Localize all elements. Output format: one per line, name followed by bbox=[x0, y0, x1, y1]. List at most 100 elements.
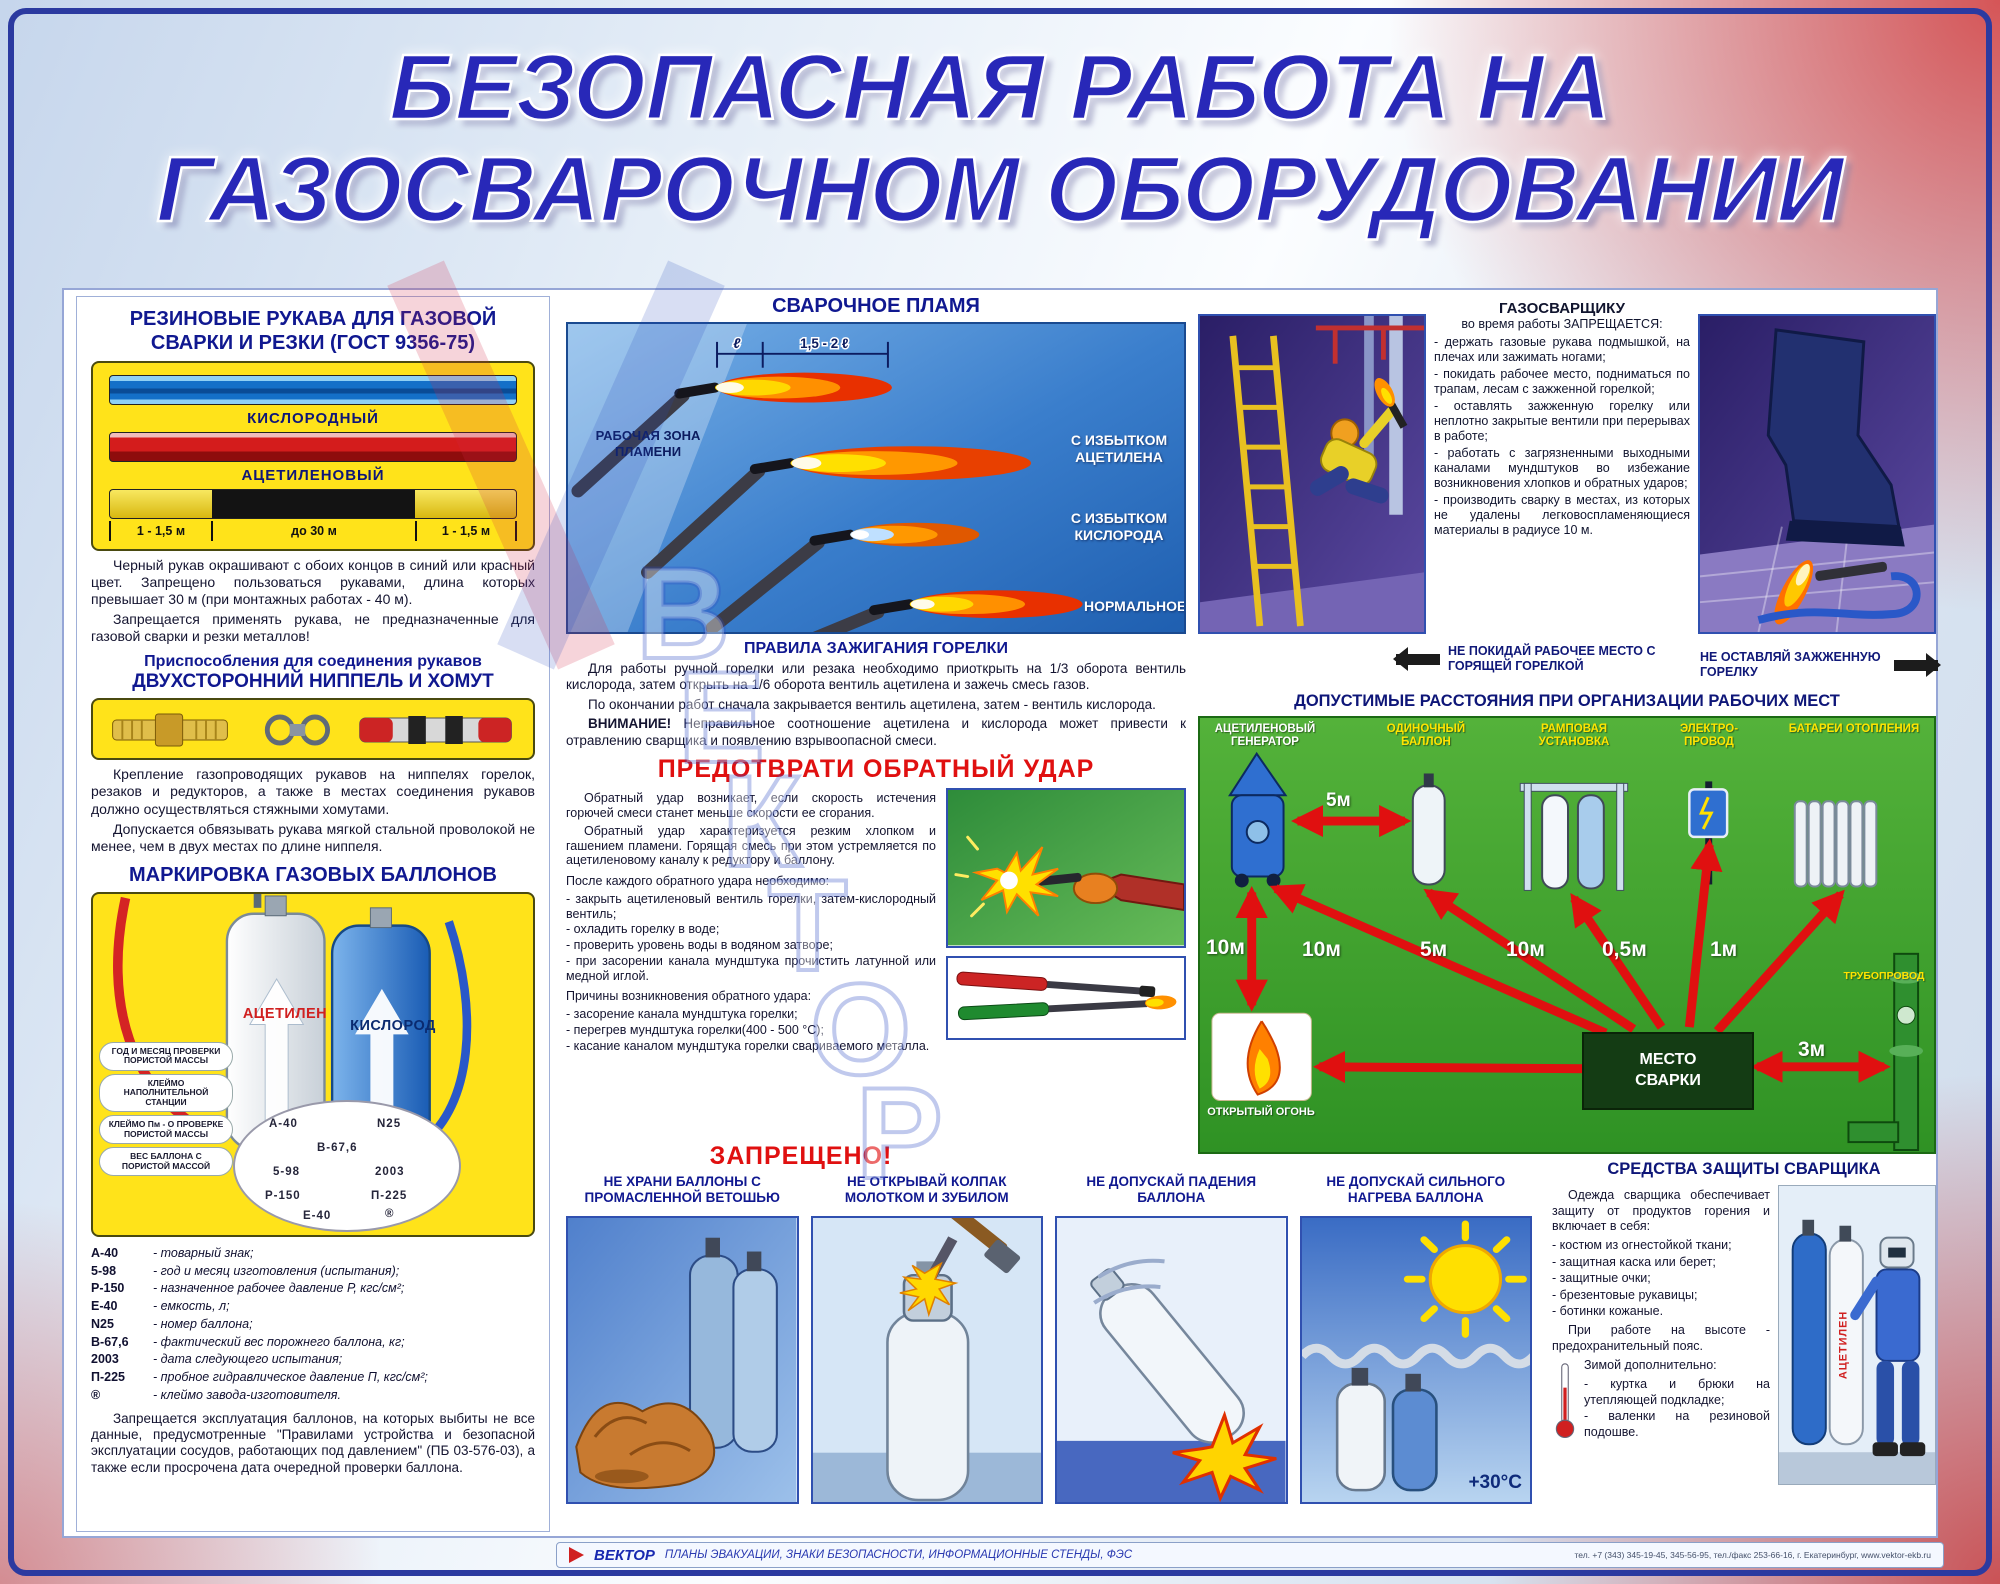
protection-item: - брезентовые рукавицы; bbox=[1552, 1287, 1698, 1302]
welder-illustration: АЦЕТИЛЕН bbox=[1778, 1185, 1936, 1485]
legend-value: - товарный знак; bbox=[153, 1245, 254, 1260]
marking-callouts: ГОД И МЕСЯЦ ПРОВЕРКИ ПОРИСТОЙ МАССЫ КЛЕЙ… bbox=[99, 1041, 233, 1180]
footer-bar: ВЕКТОР ПЛАНЫ ЭВАКУАЦИИ, ЗНАКИ БЕЗОПАСНОС… bbox=[556, 1542, 1944, 1568]
equipment-generator-label: АЦЕТИЛЕНОВЫЙ ГЕНЕРАТОР bbox=[1214, 723, 1316, 749]
stamp-oval: А-40 N25 В-67,6 5-98 2003 Р-150 П-225 Е-… bbox=[233, 1099, 461, 1232]
flame-zone-dim: 1,5 - 2 ℓ bbox=[800, 336, 849, 351]
callout-3: КЛЕЙМО Пм - О ПРОВЕРКЕ ПОРИСТОЙ МАССЫ bbox=[99, 1115, 233, 1145]
backfire-paragraph-2: Обратный удар характеризуется резким хло… bbox=[566, 823, 936, 868]
flame-core-dim: ℓ bbox=[733, 335, 741, 351]
marking-warning: Запрещается эксплуатация баллонов, на ко… bbox=[91, 1411, 535, 1477]
stamp-v676: В-67,6 bbox=[317, 1141, 358, 1154]
oily-rags-drawing bbox=[568, 1218, 797, 1502]
legend-key: В-67,6 bbox=[91, 1334, 129, 1349]
protection-item: - защитные очки; bbox=[1552, 1271, 1651, 1286]
nipple-heading-1: Приспособления для соединения рукавов bbox=[144, 653, 482, 671]
note-do-not-leave-workplace: НЕ ПОКИДАЙ РАБОЧЕЕ МЕСТО С ГОРЯЩЕЙ ГОРЕЛ… bbox=[1393, 644, 1704, 674]
middle-column: СВАРОЧНОЕ ПЛАМЯ bbox=[566, 294, 1186, 1054]
legend-row: N25- номер баллона; bbox=[91, 1316, 535, 1334]
distance-fan-3: 10м bbox=[1506, 938, 1545, 961]
stamp-n25: N25 bbox=[377, 1117, 402, 1130]
flame-oxygen-label: С ИЗБЫТКОМ КИСЛОРОДА bbox=[1070, 510, 1168, 543]
legend-key: П-225 bbox=[91, 1370, 126, 1385]
legend-row: 2003- дата следующего испытания; bbox=[91, 1351, 535, 1369]
protection-intro: Одежда сварщика обеспечивает защиту от п… bbox=[1552, 1188, 1770, 1234]
welder-rules-section: ГАЗОСВАРЩИКУ во время работы ЗАПРЕЩАЕТСЯ… bbox=[1198, 300, 1936, 634]
marking-heading: МАРКИРОВКА ГАЗОВЫХ БАЛЛОНОВ bbox=[129, 863, 497, 886]
backfire-text: Обратный удар возникает, если скорость и… bbox=[566, 788, 936, 1054]
left-column: РЕЗИНОВЫЕ РУКАВА ДЛЯ ГАЗОВОЙ СВАРКИ И РЕ… bbox=[76, 296, 550, 1532]
backfire-spark-illustration bbox=[946, 788, 1186, 948]
rule-item: - работать с загрязненными выходными кан… bbox=[1434, 446, 1690, 490]
footer-contact: тел. +7 (343) 345-19-45, 345-56-95, тел.… bbox=[1574, 1550, 1931, 1560]
distance-fan-1: 10м bbox=[1302, 938, 1341, 961]
panel-hammer-cap: НЕ ОТКРЫВАЙ КОЛПАК МОЛОТКОМ И ЗУБИЛОМ bbox=[810, 1174, 1043, 1504]
backfire-after-item: - при засорении канала мундштука прочист… bbox=[566, 953, 936, 983]
winter-item: - валенки на резиновой подошве. bbox=[1584, 1409, 1770, 1439]
ignition-paragraph-2: По окончании работ сначала закрывается в… bbox=[588, 696, 1156, 712]
legend-key: Р-150 bbox=[91, 1281, 125, 1296]
welding-place-box: МЕСТО СВАРКИ bbox=[1582, 1032, 1754, 1110]
winter-item: - куртка и брюки на утепляющей подкладке… bbox=[1584, 1376, 1770, 1407]
legend-key: 5-98 bbox=[91, 1263, 117, 1278]
welding-place-label: МЕСТО СВАРКИ bbox=[1635, 1051, 1701, 1089]
callout-4: ВЕС БАЛЛОНА С ПОРИСТОЙ МАССОЙ bbox=[99, 1147, 233, 1177]
backfire-after-item: - проверить уровень воды в водяном затво… bbox=[566, 938, 833, 953]
temperature-label: +30°С bbox=[1468, 1472, 1522, 1493]
backfire-paragraph-1: Обратный удар возникает, если скорость и… bbox=[566, 791, 936, 821]
flame-normal-label: НОРМАЛЬНОЕ bbox=[1084, 598, 1186, 614]
panel-title: НЕ ХРАНИ БАЛЛОНЫ С ПРОМАСЛЕННОЙ ВЕТОШЬЮ bbox=[584, 1174, 780, 1205]
legend-row: А-40- товарный знак; bbox=[91, 1245, 535, 1263]
distances-diagram: АЦЕТИЛЕНОВЫЙ ГЕНЕРАТОР ОДИНОЧНЫЙ БАЛЛОН … bbox=[1198, 716, 1936, 1154]
burning-torch-illustration bbox=[1698, 314, 1936, 634]
oxygen-hose-bar bbox=[109, 375, 517, 405]
distance-top: 5м bbox=[1326, 790, 1351, 811]
marking-warning-text: Запрещается эксплуатация баллонов, на ко… bbox=[91, 1410, 535, 1475]
nipple-clamp-drawing bbox=[112, 713, 512, 747]
legend-row: П-225- пробное гидравлическое давление П… bbox=[91, 1369, 535, 1387]
callout-1: ГОД И МЕСЯЦ ПРОВЕРКИ ПОРИСТОЙ МАССЫ bbox=[99, 1041, 233, 1071]
left-arrow-icon bbox=[1393, 646, 1440, 671]
rule-item: - держать газовые рукава подмышкой, на п… bbox=[1434, 335, 1690, 364]
panel-heat-cylinder: НЕ ДОПУСКАЙ СИЛЬНОГО НАГРЕВА БАЛЛОНА bbox=[1299, 1174, 1532, 1504]
nipple-paragraph-2: Допускается обвязывать рукава мягкой ста… bbox=[91, 820, 535, 854]
ignition-text: Для работы ручной горелки или резака нео… bbox=[566, 661, 1186, 749]
ignition-heading: ПРАВИЛА ЗАЖИГАНИЯ ГОРЕЛКИ bbox=[744, 640, 1008, 657]
gas-cylinders-drawing bbox=[113, 893, 472, 1160]
hoses-paragraph-2: Запрещается применять рукава, не предназ… bbox=[91, 611, 535, 645]
heat-cylinder-illustration: +30°С bbox=[1299, 1216, 1532, 1504]
rule-item: - покидать рабочее место, подниматься по… bbox=[1434, 367, 1690, 396]
flame-heading: СВАРОЧНОЕ ПЛАМЯ bbox=[772, 295, 980, 317]
distance-pipe: 3м bbox=[1798, 1038, 1826, 1061]
note-left-text: НЕ ПОКИДАЙ РАБОЧЕЕ МЕСТО С ГОРЯЩЕЙ ГОРЕЛ… bbox=[1448, 644, 1656, 673]
backfire-after-item: - закрыть ацетиленовый вентиль горелки, … bbox=[566, 891, 936, 921]
hoses-text: Черный рукав окрашивают с обоих концов в… bbox=[91, 557, 535, 645]
equipment-wire-label: ЭЛЕКТРО-ПРОВОД bbox=[1679, 723, 1739, 749]
welding-flame-illustration: ℓ 1,5 - 2 ℓ РАБОЧАЯ ЗОНА ПЛАМЕНИ С ИЗБЫТ… bbox=[566, 322, 1186, 634]
rules-heading: ГАЗОСВАРЩИКУ bbox=[1499, 300, 1625, 317]
nipple-heading-2: ДВУХСТОРОННИЙ НИППЕЛЬ И ХОМУТ bbox=[132, 671, 494, 693]
oxygen-cylinder-label: КИСЛОРОД bbox=[350, 1017, 436, 1034]
backfire-cause-item: - касание каналом мундштука горелки свар… bbox=[566, 1038, 930, 1053]
legend-value: - номер баллона; bbox=[153, 1316, 253, 1331]
acetylene-hose-label: АЦЕТИЛЕНОВЫЙ bbox=[241, 467, 385, 484]
ignition-paragraph-3: ВНИМАНИЕ! Неправильное соотношение ацети… bbox=[566, 716, 1186, 749]
backfire-cause-item: - перегрев мундштука горелки(400 - 500 °… bbox=[566, 1022, 824, 1037]
distances-heading: ДОПУСТИМЫЕ РАССТОЯНИЯ ПРИ ОРГАНИЗАЦИИ РА… bbox=[1294, 692, 1840, 710]
hose-dimensions: 1 - 1,5 м до 30 м 1 - 1,5 м bbox=[109, 521, 517, 541]
cylinders-illustration: АЦЕТИЛЕН КИСЛОРОД ГОД И МЕСЯЦ ПРОВЕРКИ П… bbox=[91, 891, 535, 1237]
distances-drawing bbox=[1211, 751, 1924, 1152]
legend-row: Р-150- назначенное рабочее давление Р, к… bbox=[91, 1280, 535, 1298]
title-line1: БЕЗОПАСНАЯ РАБОТА НА bbox=[388, 34, 1612, 139]
distance-fan-4: 0,5м bbox=[1602, 938, 1647, 961]
stamp-r150: Р-150 bbox=[265, 1189, 301, 1202]
legend-row: Е-40- емкость, л; bbox=[91, 1298, 535, 1316]
oxygen-hose-label: КИСЛОРОДНЫЙ bbox=[247, 410, 379, 427]
note-right-text: НЕ ОСТАВЛЯЙ ЗАЖЖЕННУЮ ГОРЕЛКУ bbox=[1700, 650, 1881, 679]
panel-title: НЕ ДОПУСКАЙ СИЛЬНОГО НАГРЕВА БАЛЛОНА bbox=[1326, 1174, 1506, 1205]
attention-label: ВНИМАНИЕ! bbox=[588, 716, 672, 732]
flames-drawing: ℓ 1,5 - 2 ℓ bbox=[568, 324, 1083, 632]
acetylene-cylinder-label: АЦЕТИЛЕН bbox=[242, 1005, 328, 1022]
burning-torch-drawing bbox=[1700, 316, 1934, 632]
